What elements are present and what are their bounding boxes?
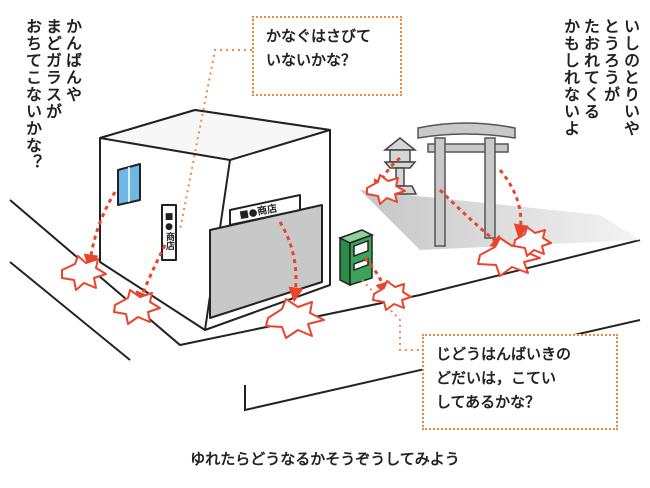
burst-3 (265, 298, 325, 339)
burst-1 (61, 255, 107, 291)
burst-4 (372, 280, 412, 311)
burst-5 (366, 174, 406, 205)
torii-shadow (360, 190, 640, 250)
impact-bursts (61, 174, 552, 339)
shop-building (99, 109, 331, 331)
vending-machine-icon (338, 229, 374, 287)
front-sign (229, 194, 301, 226)
burst-2 (113, 289, 161, 325)
torii-lantern-warning-text: いしのとりいや とうろうが たおれてくる かもしれないよ (561, 18, 640, 137)
burst-7 (513, 226, 552, 257)
vending-machine-check-callout: じどうはんばいきの どだいは，こてい してあるかな？ (422, 334, 618, 430)
signboard-warning-text: かんばんや まどガラスが おちてこないかな？ (23, 18, 82, 171)
side-sign-text: ■●商店 (164, 212, 175, 251)
leader-lines (179, 49, 420, 351)
caption: ゆれたらどうなるかそうぞうしてみよう (190, 450, 460, 468)
rust-check-callout: かなぐはさびて いないかな？ (252, 16, 402, 96)
